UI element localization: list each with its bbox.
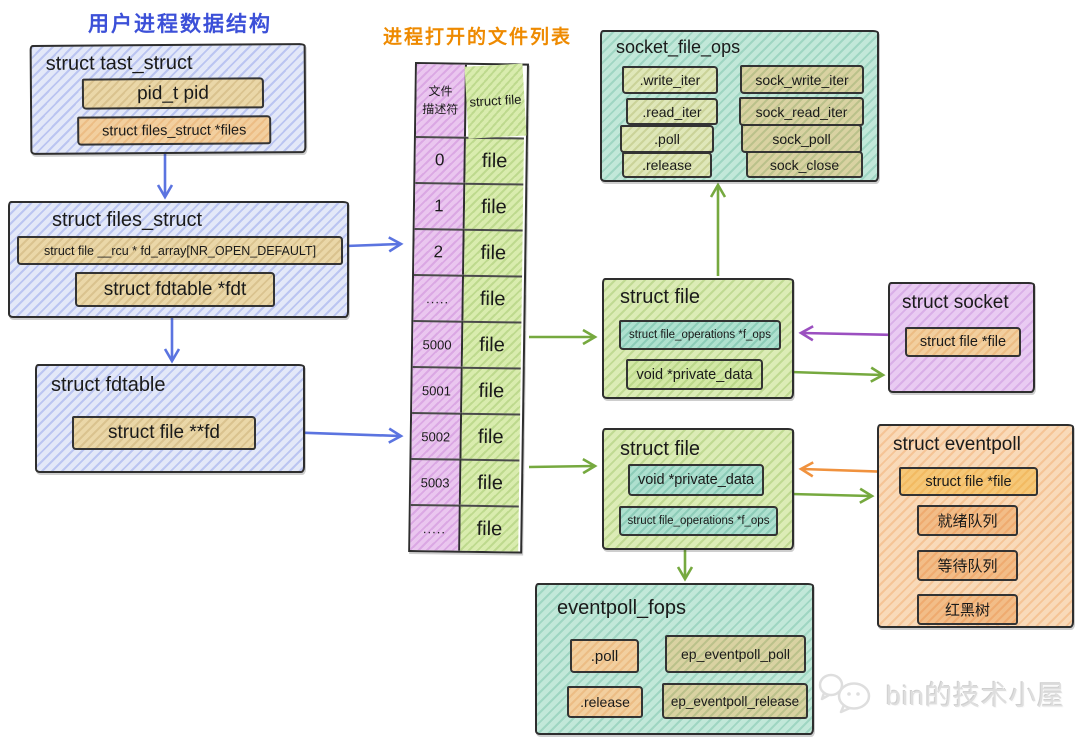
socket-box: struct socket struct file *file (888, 282, 1035, 393)
eventpoll-label: struct eventpoll (893, 434, 1021, 455)
fd-cell: 2 (414, 228, 465, 275)
fdtable-label: struct fdtable (51, 374, 166, 396)
task-struct-box: struct tast_struct pid_t pid struct file… (29, 43, 307, 155)
field-eventpoll-file: struct file *file (899, 467, 1038, 496)
field-fd: struct file **fd (72, 416, 256, 450)
eventpoll-box: struct eventpoll struct file *file 就绪队列 … (877, 424, 1074, 628)
arrow-socketfile-to-file (798, 325, 900, 342)
ops-impl: ep_eventpoll_poll (665, 635, 806, 673)
field-fd-array: struct file __rcu * fd_array[NR_OPEN_DEF… (17, 236, 343, 265)
file-cell: file (464, 182, 524, 230)
arrow-privatedata-to-eventpoll (790, 487, 875, 504)
field-rb-tree: 红黑树 (917, 594, 1018, 625)
file-epoll-box: struct file void *private_data struct fi… (602, 428, 794, 550)
ops-impl: ep_eventpoll_release (662, 683, 808, 719)
fd-cell: 0 (415, 136, 466, 183)
files-struct-box: struct files_struct struct file __rcu * … (8, 201, 349, 318)
ops-impl: sock_write_iter (740, 65, 864, 94)
fd-table-header-fd: 文件 描述符 (415, 64, 467, 137)
watermark-text: bin的技术小屋 (886, 680, 1066, 711)
eventpoll-fops-box: eventpoll_fops .poll ep_eventpoll_poll .… (535, 583, 814, 735)
ops-impl: sock_read_iter (739, 97, 864, 126)
field-pid: pid_t pid (81, 77, 265, 110)
arrow-row5003-to-file (528, 458, 598, 475)
ops-field: .poll (570, 639, 639, 673)
file-cell: file (461, 412, 521, 460)
socket-label: struct socket (902, 292, 1009, 313)
fd-cell: 1 (414, 182, 466, 229)
file-epoll-label: struct file (620, 438, 701, 460)
eventpoll-fops-label: eventpoll_fops (557, 597, 686, 619)
ops-impl: sock_close (746, 151, 863, 178)
file-cell: file (465, 136, 524, 184)
ops-field: .poll (620, 125, 714, 153)
socket-file-ops-label: socket_file_ops (616, 37, 741, 57)
fd-header-line1: 文件 (428, 84, 453, 99)
field-private-data: void *private_data (626, 359, 763, 390)
file-socket-box: struct file struct file_operations *f_op… (602, 278, 794, 399)
arrow-privatedata-to-socket (790, 366, 886, 383)
files-struct-label: struct files_struct (52, 209, 203, 231)
fd-cell: ..... (410, 503, 461, 551)
ops-impl: sock_poll (741, 124, 862, 153)
ops-field: .release (622, 152, 712, 178)
field-files: struct files_struct *files (77, 115, 272, 146)
fdtable-box: struct fdtable struct file **fd (35, 364, 305, 473)
fd-header-line2: 描述符 (422, 102, 459, 117)
field-ready-queue: 就绪队列 (917, 505, 1018, 536)
fd-cell: 5000 (412, 320, 464, 367)
fd-table: 文件 描述符 struct file 0 file 1 file 2 file … (408, 62, 529, 554)
ops-field: .write_iter (622, 66, 718, 94)
ops-field: .release (567, 686, 643, 718)
field-private-data: void *private_data (628, 464, 764, 496)
fd-table-header-file: struct file (464, 63, 527, 139)
watermark: bin的技术小屋 (818, 672, 1065, 714)
fd-cell: 5002 (411, 411, 463, 459)
field-fdt: struct fdtable *fdt (75, 272, 275, 307)
file-cell: file (462, 320, 522, 368)
socket-file-ops-box: socket_file_ops .write_iter sock_write_i… (600, 30, 879, 182)
field-f-ops: struct file_operations *f_ops (619, 506, 778, 536)
file-cell: file (464, 228, 523, 276)
file-cell: file (463, 274, 523, 322)
field-f-ops: struct file_operations *f_ops (619, 320, 781, 350)
fd-cell: 5001 (412, 365, 463, 413)
left-column-title: 用户进程数据结构 (88, 13, 272, 36)
file-socket-label: struct file (620, 286, 701, 308)
ops-field: .read_iter (626, 98, 718, 125)
arrow-fdarray-to-table (345, 236, 404, 253)
fd-cell: ..... (413, 274, 465, 321)
file-cell: file (460, 504, 519, 552)
wechat-icon (818, 673, 871, 714)
fd-cell: 5003 (410, 457, 462, 505)
file-cell: file (460, 458, 520, 506)
task-struct-label: struct tast_struct (45, 51, 193, 75)
field-wait-queue: 等待队列 (917, 550, 1018, 581)
file-cell: file (462, 366, 521, 414)
fd-table-title: 进程打开的文件列表 (383, 27, 573, 48)
field-socket-file: struct file *file (905, 327, 1021, 357)
